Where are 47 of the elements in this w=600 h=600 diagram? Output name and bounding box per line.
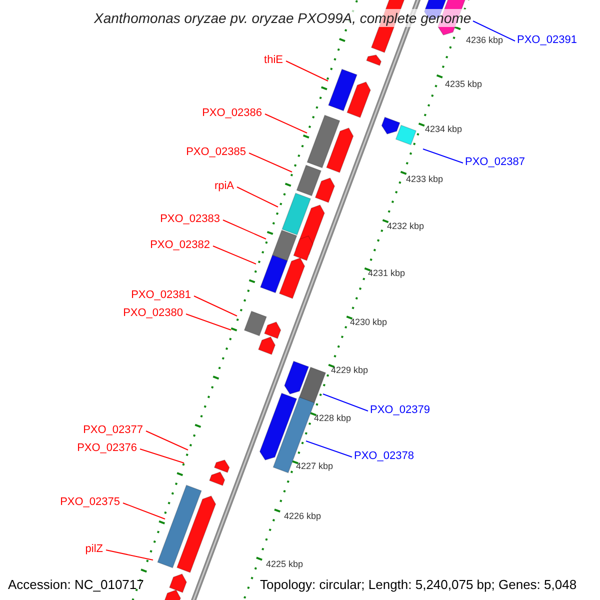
gene-label: PXO_02387: [465, 155, 525, 169]
title: Xanthomonas oryzae pv. oryzae PXO99A, complete genome: [94, 9, 472, 27]
tick-label: 4232 kbp: [387, 220, 424, 232]
leader-line: [194, 296, 238, 316]
gene-label: PXO_02378: [354, 449, 414, 463]
leader-line: [140, 448, 184, 464]
tick-label: 4228 kbp: [314, 412, 352, 424]
tick-label: 4235 kbp: [445, 78, 482, 90]
tick-label: 4227 kbp: [296, 460, 334, 472]
leader-line: [264, 114, 308, 134]
tick-label: 4229 kbp: [331, 364, 368, 376]
leader-line: [248, 152, 292, 172]
leader-line: [322, 394, 368, 412]
gene-label: PXO_02385: [186, 145, 246, 159]
gene-label: PXO_02375: [60, 495, 120, 509]
leader-line: [236, 186, 278, 208]
leader-line: [122, 502, 166, 520]
tick-label: 4225 kbp: [266, 558, 304, 570]
leader-line: [306, 440, 352, 458]
footer-text: Topology: circular; Length: 5,240,075 bp; Genes: 5,048: [260, 577, 577, 593]
leader-line: [222, 220, 266, 240]
leader-line: [422, 148, 464, 164]
tick-label: 4233 kbp: [406, 173, 444, 185]
leader-line: [186, 314, 232, 330]
leader-line: [212, 246, 256, 264]
gene-label: PXO_02376: [77, 441, 137, 455]
gene-label: PXO_02381: [131, 288, 191, 302]
gene-label: rpiA: [214, 179, 234, 193]
tick-label: 4226 kbp: [284, 510, 322, 522]
gene-label: PXO_02380: [123, 306, 183, 320]
leader-line: [286, 60, 328, 82]
gene-label: PXO_02382: [150, 238, 210, 252]
leader-line: [146, 430, 188, 450]
footer-text: Accession: NC_010717: [8, 577, 144, 593]
tick-label: 4234 kbp: [425, 123, 462, 135]
tick-label: 4231 kbp: [368, 267, 406, 279]
gene-label: PXO_02383: [160, 212, 220, 226]
gene-label: PXO_02377: [83, 423, 143, 437]
gene-label: PXO_02386: [202, 106, 262, 120]
gene-label: PXO_02379: [370, 403, 430, 417]
tick-label: 4236 kbp: [466, 34, 504, 46]
gene-label: PXO_02391: [517, 33, 577, 47]
tick-label: 4230 kbp: [350, 316, 388, 328]
gene-label: thiE: [264, 53, 283, 67]
leader-line: [106, 550, 154, 560]
gene-label: pilZ: [85, 542, 103, 556]
leader-line: [472, 20, 516, 42]
